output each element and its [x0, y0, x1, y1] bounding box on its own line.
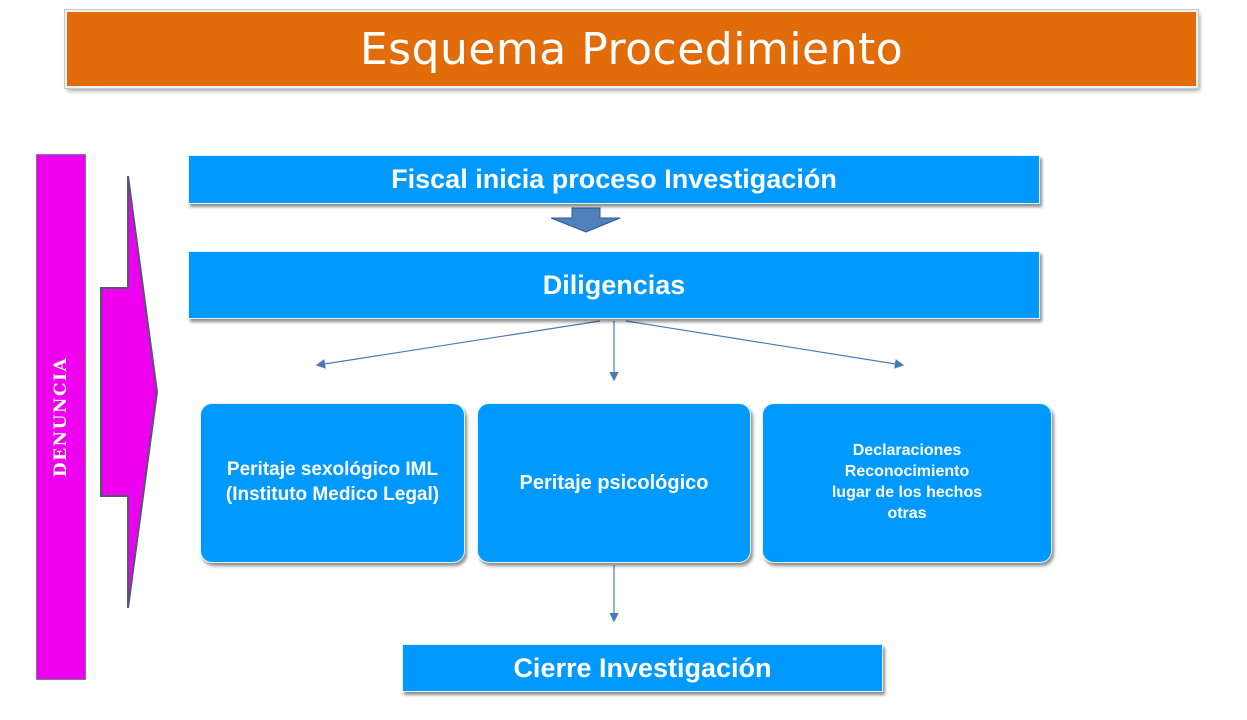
down-arrow-icon [550, 207, 621, 233]
box-line: otras [887, 504, 927, 522]
step-diligencias: Diligencias [188, 251, 1040, 319]
step-cierre: Cierre Investigación [402, 644, 883, 692]
box-line: Reconocimiento [844, 463, 970, 481]
box-peritaje-psicologico: Peritaje psicológico [477, 403, 751, 563]
connector-right [625, 320, 905, 369]
box-line: lugar de los hechos [831, 484, 983, 501]
box-declaraciones: Declaraciones Reconocimiento lugar de lo… [762, 403, 1052, 563]
box-peritaje-sexologico: Peritaje sexológico IML (Instituto Medic… [200, 403, 465, 563]
step-fiscal: Fiscal inicia proceso Investigación [188, 155, 1040, 204]
denuncia-bar [36, 154, 86, 680]
big-right-arrow [100, 175, 159, 609]
page-title: Esquema Procedimiento [65, 10, 1198, 88]
box-line: Peritaje sexológico IML [226, 459, 439, 481]
box-line: (Instituto Medico Legal) [225, 484, 440, 505]
connector-left [315, 320, 601, 369]
box-line: Peritaje psicológico [519, 472, 709, 494]
box-line: Declaraciones [852, 442, 962, 460]
